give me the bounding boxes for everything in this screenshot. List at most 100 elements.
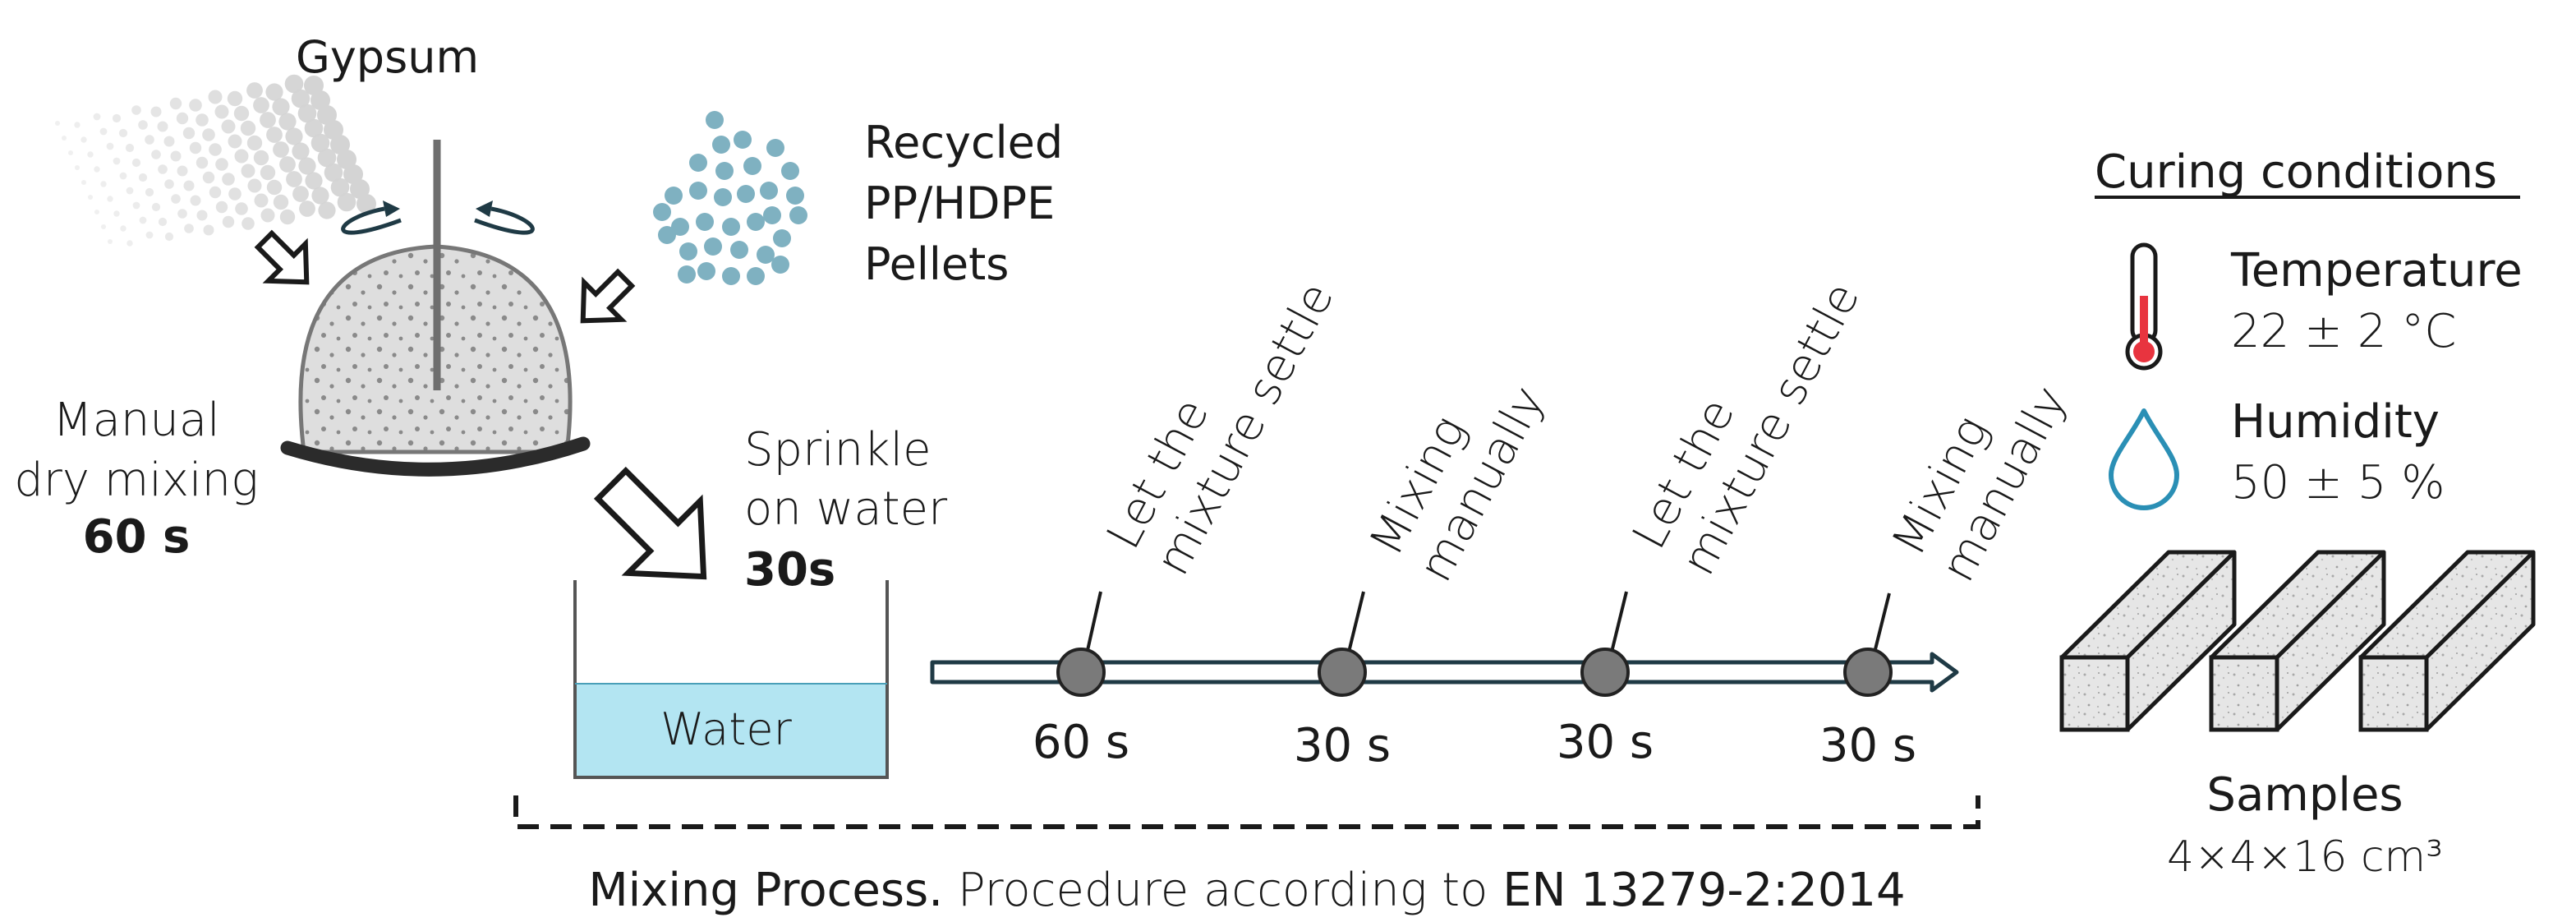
gypsum-particle — [202, 171, 215, 184]
pellet-particle — [671, 218, 689, 236]
gypsum-particle — [266, 127, 283, 143]
pellet-particle — [786, 187, 804, 205]
gypsum-particle — [120, 225, 126, 232]
gypsum-particle — [240, 120, 256, 136]
timeline-step-3-label: Let the mixture settle — [1622, 274, 1870, 584]
pellet-particle — [653, 203, 671, 221]
gypsum-particle — [209, 186, 222, 199]
gypsum-particle — [126, 187, 134, 195]
gypsum-particle — [246, 135, 263, 151]
timeline-node-4 — [1843, 648, 1893, 697]
gypsum-particle — [62, 136, 67, 141]
pellet-particle — [715, 162, 734, 180]
timeline-node-2 — [1318, 648, 1367, 697]
temperature-value: 22 ± 2 °C — [2231, 305, 2456, 358]
gypsum-particle — [163, 136, 175, 147]
temperature-label: Temperature — [2230, 244, 2523, 297]
gypsum-particle — [209, 143, 222, 156]
pellet-particle — [722, 267, 740, 285]
gypsum-particle — [292, 186, 309, 202]
gypsum-particle — [260, 164, 276, 181]
gypsum-particle — [151, 150, 161, 159]
gypsum-particle — [119, 172, 127, 180]
pellet-particle — [734, 131, 752, 149]
water-drop-icon — [2109, 408, 2179, 510]
pellet-particle — [781, 162, 799, 180]
gypsum-particle — [215, 201, 228, 214]
timeline-node-3 — [1580, 648, 1630, 697]
pellet-particle — [665, 187, 683, 205]
pellet-particle — [712, 136, 730, 154]
gypsum-particle — [75, 165, 80, 170]
pellet-particle — [743, 157, 761, 175]
process-caption-standard: EN 13279-2:2014 — [1502, 864, 1905, 917]
gypsum-particle — [317, 148, 337, 168]
gypsum-particle — [310, 90, 330, 110]
gypsum-particle — [108, 239, 113, 244]
gypsum-particle — [330, 135, 350, 154]
timeline-step-2-duration: 30 s — [1294, 719, 1391, 772]
gypsum-particle — [324, 163, 343, 182]
gypsum-particle — [304, 76, 324, 95]
pellet-particle — [689, 154, 707, 172]
pellet-particle — [704, 237, 722, 256]
sample-prism-3 — [2358, 550, 2536, 732]
pellet-particle — [737, 185, 755, 203]
gypsum-particle — [184, 224, 194, 233]
gypsum-particle — [305, 172, 323, 190]
pellets-graphic — [653, 111, 807, 285]
gypsum-particle — [247, 178, 262, 193]
gypsum-particle — [182, 127, 196, 140]
gypsum-particle — [81, 180, 86, 185]
samples-label: Samples — [2206, 768, 2403, 822]
gypsum-particle — [304, 118, 324, 138]
sprinkle-arrow-icon — [593, 466, 707, 580]
gypsum-particle — [101, 224, 106, 229]
thermometer-icon — [2125, 242, 2163, 371]
timeline-step-4-duration: 30 s — [1819, 719, 1916, 772]
pellet-particle — [696, 213, 714, 231]
gypsum-particle — [235, 202, 248, 215]
mixing-bowl-graphic — [280, 140, 591, 477]
gypsum-pour-arrow-icon — [254, 229, 310, 285]
pellet-particle — [706, 111, 724, 129]
gypsum-particle — [265, 83, 283, 101]
gypsum-particle — [177, 209, 187, 219]
pellet-particle — [763, 206, 781, 224]
curing-conditions-title: Curing conditions — [2095, 145, 2497, 199]
pellet-particle — [760, 182, 778, 200]
gypsum-particle — [196, 156, 209, 169]
gypsum-particle — [157, 121, 168, 132]
gypsum-particle — [253, 150, 269, 166]
pellet-particle — [714, 188, 732, 206]
gypsum-particle — [278, 113, 297, 131]
gypsum-particle — [93, 113, 101, 121]
process-caption-title: Mixing Process. — [588, 864, 943, 917]
gypsum-particle — [94, 210, 99, 214]
gypsum-label: Gypsum — [296, 31, 479, 83]
gypsum-particle — [126, 240, 133, 247]
pellets-label-line1: Recycled — [864, 117, 1063, 168]
gypsum-particle — [196, 113, 209, 127]
gypsum-particle — [113, 210, 120, 217]
pellet-particle — [730, 241, 748, 259]
gypsum-particle — [273, 194, 289, 210]
gypsum-particle — [324, 120, 343, 140]
gypsum-particle — [113, 157, 121, 165]
gypsum-particle — [118, 128, 128, 138]
humidity-value: 50 ± 5 % — [2231, 456, 2445, 509]
gypsum-particle — [189, 99, 202, 112]
pellet-particle — [771, 256, 789, 274]
gypsum-particle — [151, 202, 161, 212]
timeline-step-1-label: Let the mixture settle — [1097, 274, 1345, 584]
gypsum-particle — [246, 82, 263, 99]
gypsum-particle — [227, 90, 243, 107]
gypsum-particle — [164, 232, 174, 242]
gypsum-particle — [273, 141, 289, 158]
gypsum-particle — [299, 201, 315, 217]
sample-prism-1 — [2059, 550, 2237, 732]
gypsum-particle — [125, 143, 135, 153]
pellet-particle — [679, 242, 697, 260]
pellet-particle — [766, 139, 784, 157]
